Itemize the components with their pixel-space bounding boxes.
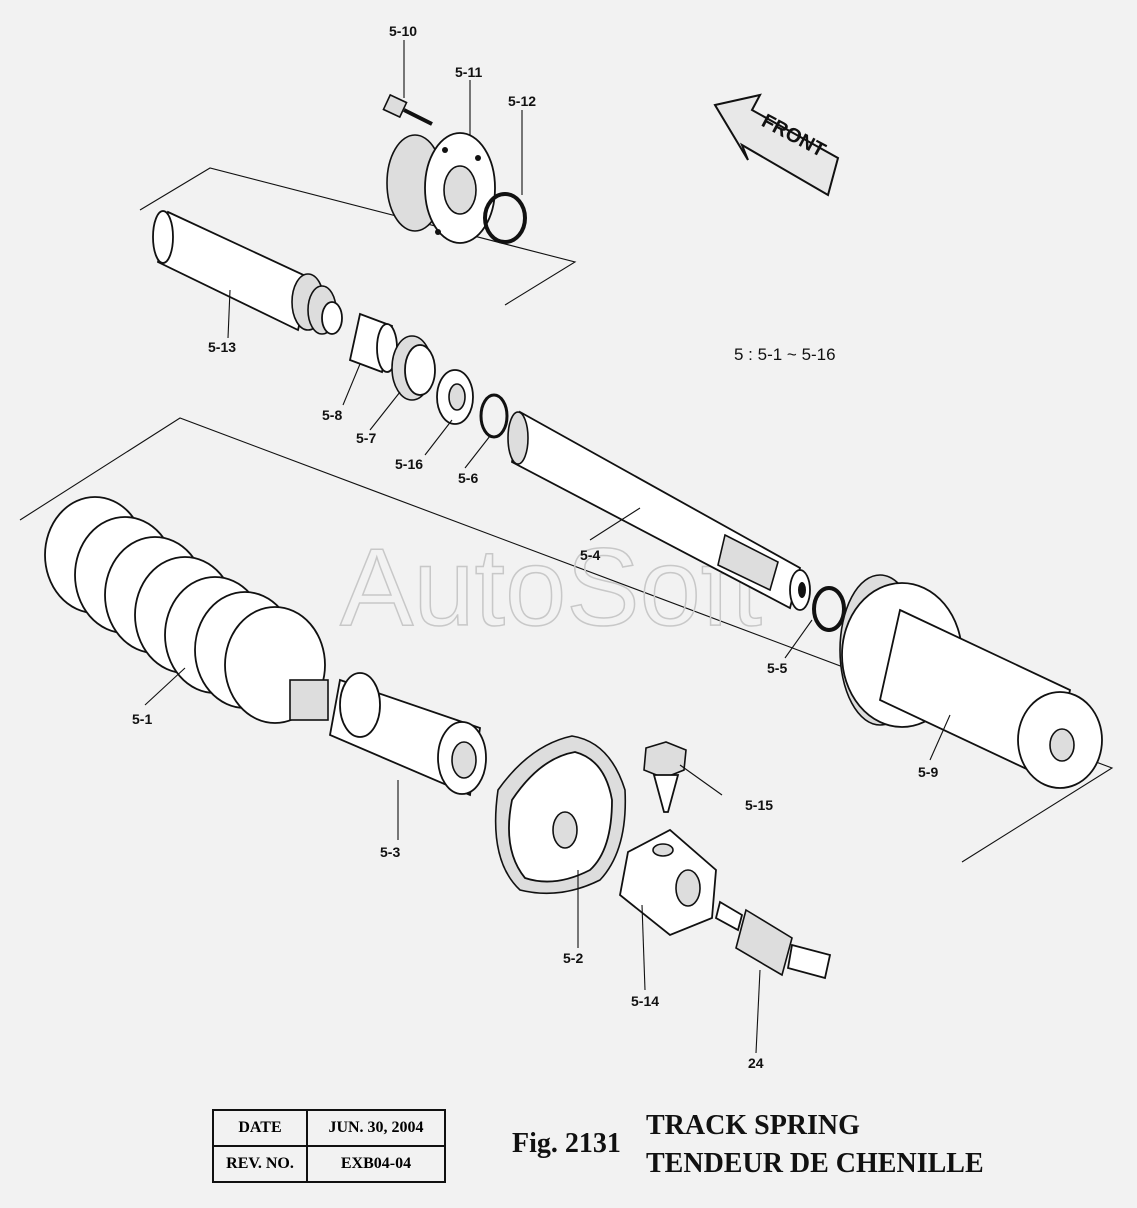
assembly-outline bbox=[19, 167, 1114, 863]
bushing-5-8 bbox=[348, 312, 398, 374]
label-5-2: 5-2 bbox=[563, 950, 583, 966]
label-5-5: 5-5 bbox=[767, 660, 787, 676]
label-5-7: 5-7 bbox=[356, 430, 376, 446]
washer-5-16 bbox=[436, 369, 474, 425]
grease-fitting-24 bbox=[714, 900, 832, 980]
label-5-3: 5-3 bbox=[380, 844, 400, 860]
title-french: TENDEUR DE CHENILLE bbox=[646, 1148, 984, 1179]
coil-spring-5-1 bbox=[44, 496, 329, 724]
label-5-1: 5-1 bbox=[132, 711, 152, 727]
front-arrow-icon: FRONT bbox=[713, 93, 840, 197]
plug-5-15 bbox=[643, 741, 687, 813]
label-5-13: 5-13 bbox=[208, 339, 236, 355]
end-plate-5-2 bbox=[494, 735, 627, 895]
snap-ring-5-6 bbox=[479, 393, 509, 439]
label-5-10: 5-10 bbox=[389, 23, 417, 39]
seal-5-7 bbox=[391, 335, 436, 401]
o-ring-5-12 bbox=[483, 192, 527, 244]
flange-5-11 bbox=[386, 132, 496, 244]
date-label: DATE bbox=[212, 1109, 308, 1147]
label-5-15: 5-15 bbox=[745, 797, 773, 813]
leader-lines bbox=[144, 40, 951, 1054]
rev-value: EXB04-04 bbox=[306, 1145, 446, 1183]
label-5-16: 5-16 bbox=[395, 456, 423, 472]
label-5-9: 5-9 bbox=[918, 764, 938, 780]
assembly-note: 5 : 5-1 ~ 5-16 bbox=[734, 345, 836, 364]
rod-5-4 bbox=[507, 410, 811, 611]
label-5-14: 5-14 bbox=[631, 993, 659, 1009]
label-5-8: 5-8 bbox=[322, 407, 342, 423]
block-5-14 bbox=[619, 828, 717, 937]
label-5-4: 5-4 bbox=[580, 547, 600, 563]
tube-5-13 bbox=[152, 210, 343, 335]
date-value: JUN. 30, 2004 bbox=[306, 1109, 446, 1147]
info-table: DATE JUN. 30, 2004 REV. NO. EXB04-04 bbox=[212, 1109, 446, 1183]
cylinder-5-9 bbox=[839, 574, 1103, 789]
figure-number: Fig. 2131 bbox=[512, 1128, 621, 1159]
spacer-5-3 bbox=[328, 672, 487, 797]
o-ring-5-5 bbox=[812, 586, 846, 632]
rev-label: REV. NO. bbox=[212, 1145, 308, 1183]
bolt-5-10 bbox=[382, 93, 433, 126]
title-english: TRACK SPRING bbox=[646, 1110, 860, 1141]
label-24: 24 bbox=[748, 1055, 764, 1071]
label-5-11: 5-11 bbox=[455, 64, 482, 80]
label-5-6: 5-6 bbox=[458, 470, 478, 486]
part-labels: 5-10 5-11 5-12 5-13 5-8 5-7 5-16 5-6 5-4… bbox=[132, 23, 938, 1071]
label-5-12: 5-12 bbox=[508, 93, 536, 109]
